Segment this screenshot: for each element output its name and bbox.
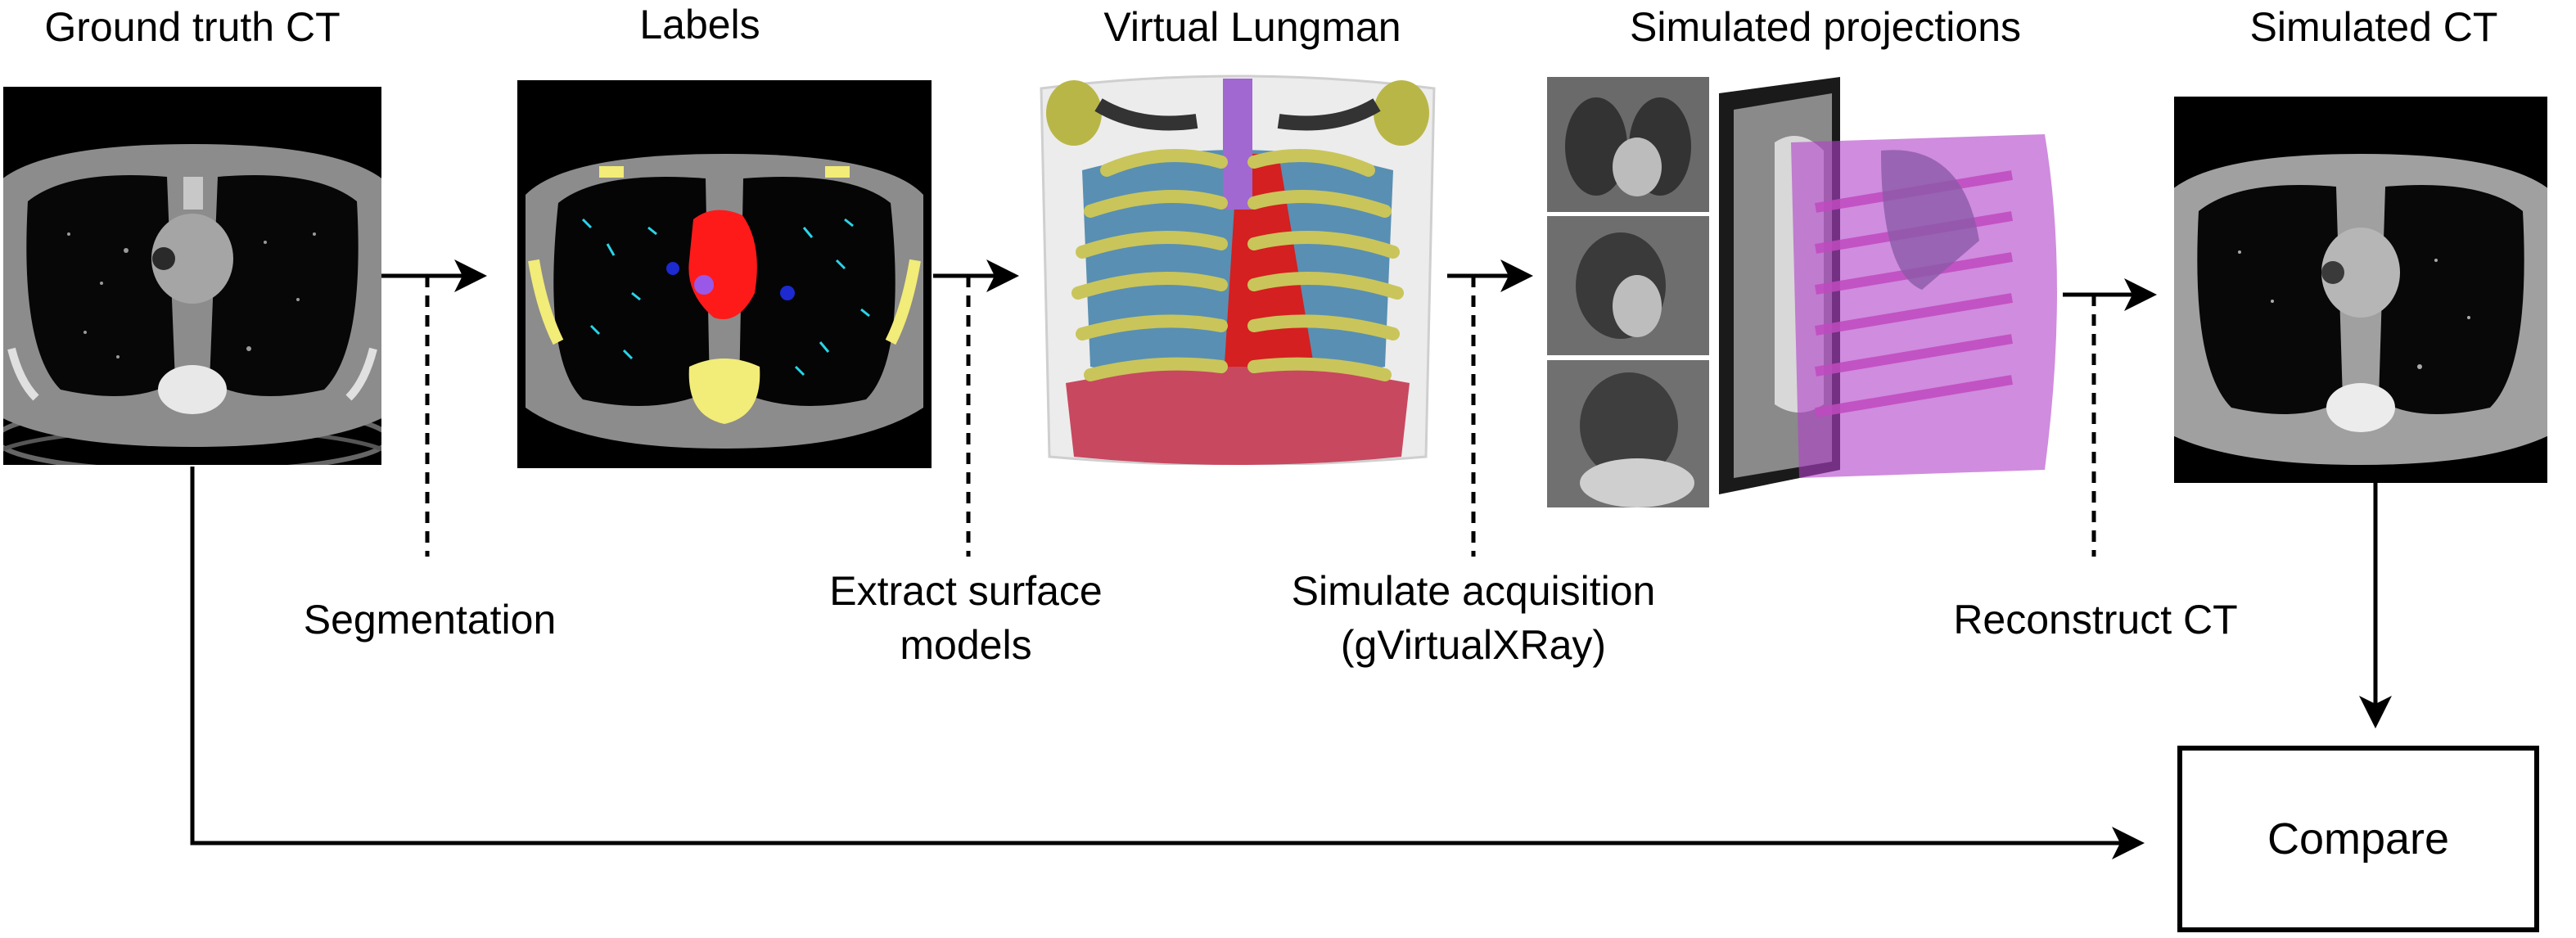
projection-oblique (1547, 216, 1709, 355)
simulated-ct-image (2174, 97, 2547, 483)
labels-title: Labels (639, 2, 760, 47)
ground-truth-ct-title: Ground truth CT (44, 4, 341, 50)
ground-truth-ct-image (3, 87, 381, 465)
extract-surface-models-label-line1: Extract surface (829, 568, 1103, 614)
projection-3d-overlay (1717, 77, 2069, 494)
simulated-ct-title: Simulated CT (2249, 4, 2498, 50)
virtual-lungman-model (1033, 72, 1442, 465)
projection-lateral (1547, 360, 1709, 507)
virtual-lungman-title: Virtual Lungman (1103, 4, 1401, 50)
labels-segmentation-image (517, 80, 932, 468)
extract-surface-models-label-line2: models (900, 622, 1032, 668)
compare-label: Compare (2267, 814, 2450, 864)
simulate-acquisition-label-line1: Simulate acquisition (1291, 568, 1656, 614)
reconstruct-ct-label: Reconstruct CT (1953, 597, 2238, 643)
simulate-acquisition-label-line2: (gVirtualXRay) (1340, 622, 1607, 668)
simulated-projections-title: Simulated projections (1629, 4, 2022, 50)
projection-frontal (1547, 77, 1709, 212)
segmentation-label: Segmentation (303, 597, 557, 643)
compare-box: Compare (2177, 746, 2539, 932)
